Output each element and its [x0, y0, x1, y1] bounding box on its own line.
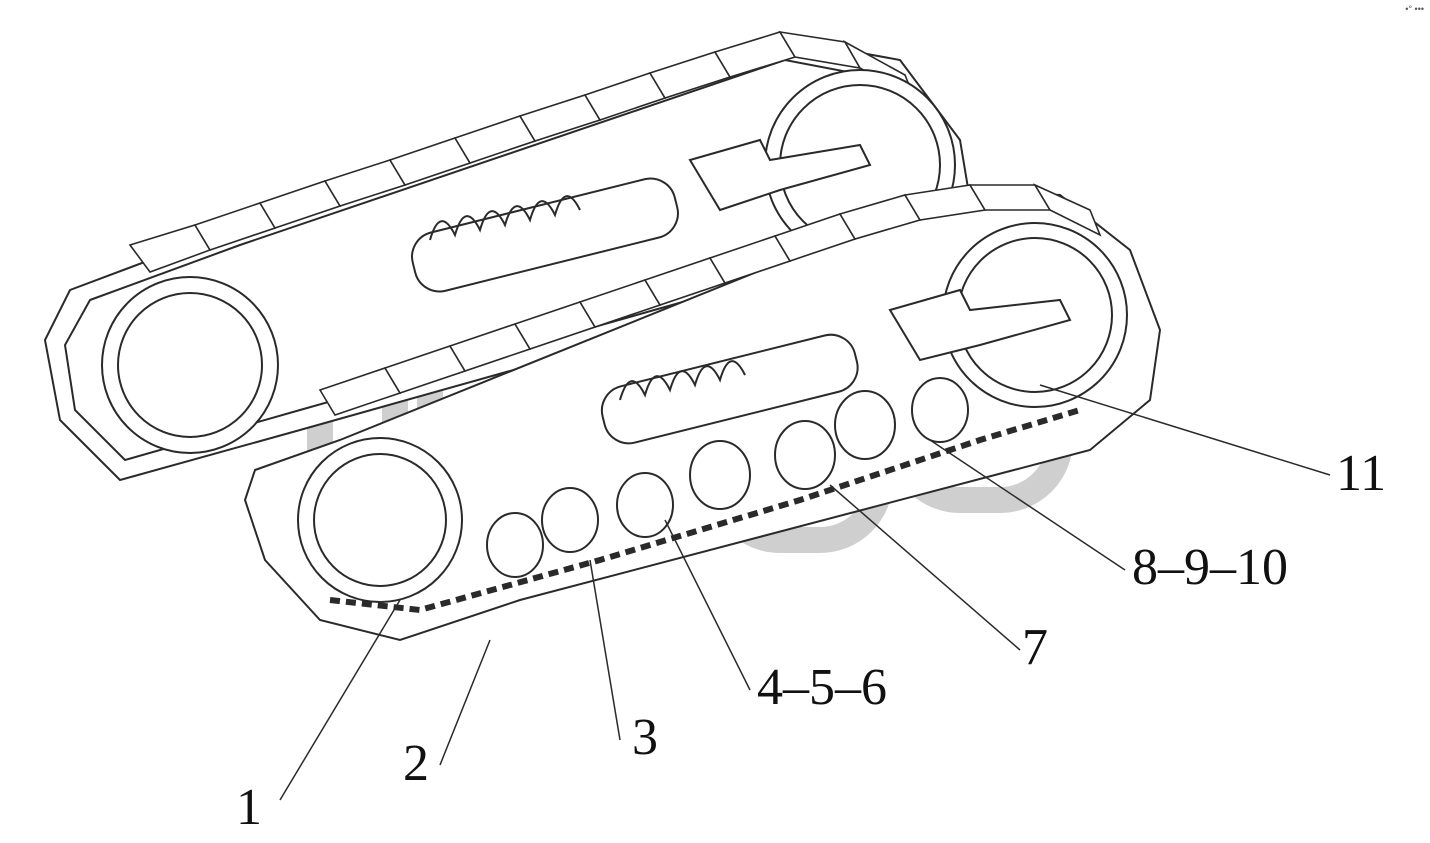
track-roller-2	[541, 487, 599, 553]
rear-tensioner-bracket	[688, 138, 872, 212]
track-roller-6	[834, 390, 896, 460]
rear-recoil-spring	[411, 177, 679, 293]
callout-label-8-9-10: 8–9–10	[1132, 539, 1288, 596]
front-sprocket	[297, 437, 463, 603]
front-tensioner-bracket	[888, 288, 1072, 362]
leader-11	[1039, 384, 1331, 476]
front-track-assembly	[243, 183, 1162, 642]
leader-lines	[279, 384, 1331, 801]
track-chain	[329, 407, 1081, 614]
front-track-shoes	[318, 183, 1102, 416]
track-roller-3	[616, 472, 674, 538]
track-roller-5	[774, 420, 836, 490]
rear-sprocket	[101, 276, 279, 454]
callout-label-7: 7	[1022, 619, 1048, 676]
track-roller-4	[689, 440, 751, 510]
callout-label-4-5-6: 4–5–6	[757, 659, 887, 716]
front-recoil-spring	[600, 333, 859, 445]
leader-8-9-10	[929, 439, 1126, 571]
leader-1	[279, 599, 401, 801]
leader-3	[589, 559, 621, 741]
track-roller-1	[486, 512, 544, 578]
leader-4-5-6	[664, 519, 751, 691]
corner-mark: •° •••	[1405, 4, 1424, 14]
callout-label-3: 3	[632, 709, 658, 766]
leader-7	[829, 484, 1021, 651]
track-rollers	[486, 377, 969, 578]
track-roller-7	[911, 377, 969, 443]
rear-track-shoes	[128, 30, 917, 273]
callout-label-1: 1	[236, 779, 262, 836]
callout-label-11: 11	[1336, 445, 1387, 502]
leader-2	[439, 639, 491, 766]
callout-label-2: 2	[403, 735, 429, 792]
